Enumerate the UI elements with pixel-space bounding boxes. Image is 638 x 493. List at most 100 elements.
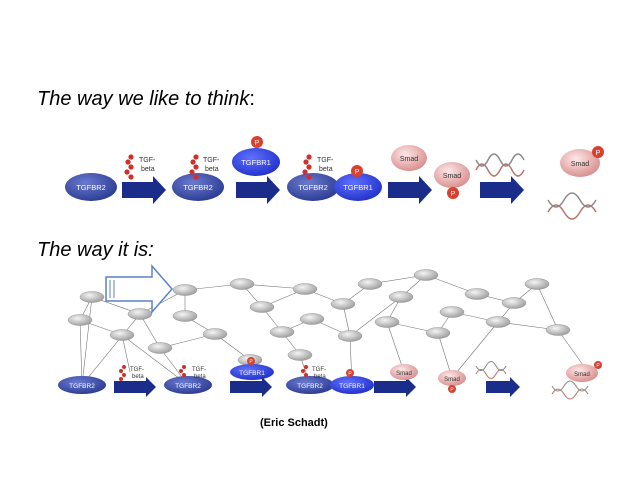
ligand-tgf-beta: TGF- beta: [124, 154, 156, 180]
svg-text:Smad: Smad: [574, 372, 590, 378]
smad-protein-phosphorylated: Smad P: [566, 361, 602, 382]
arrow-step: [236, 176, 280, 204]
smad-protein: Smad: [390, 364, 418, 380]
svg-text:beta: beta: [319, 166, 333, 173]
svg-text:TGF-: TGF-: [312, 367, 326, 373]
smad-protein-phosphorylated: Smad P: [438, 370, 466, 393]
svg-text:TGFBR2: TGFBR2: [76, 183, 106, 192]
svg-text:TGFBR2: TGFBR2: [175, 383, 201, 390]
network-node: [337, 330, 363, 342]
receptor-tgfbr2: TGFBR2: [58, 376, 106, 394]
network-node: [249, 301, 275, 313]
ligand-tgf-beta: TGF- beta: [119, 365, 144, 381]
network-node: [464, 288, 490, 300]
dna-helix-icon: [475, 361, 507, 379]
svg-text:TGFBR2: TGFBR2: [298, 183, 328, 192]
smad-protein-phosphorylated: Smad P: [434, 162, 470, 199]
svg-text:TGF-: TGF-: [203, 157, 220, 164]
svg-text:TGFBR2: TGFBR2: [183, 183, 213, 192]
network-node: [485, 316, 511, 328]
network-node: [172, 284, 198, 296]
svg-text:beta: beta: [141, 166, 155, 173]
network-node: [357, 278, 383, 290]
heading-real-pathway: The way it is:: [37, 239, 154, 261]
attribution-credit: (Eric Schadt): [260, 417, 328, 429]
receptor-tgfbr1: TGFBR1 P: [330, 369, 374, 394]
arrow-step: [480, 176, 524, 204]
ligand-tgf-beta: TGF- beta: [301, 365, 326, 380]
network-node: [299, 313, 325, 325]
network-node: [545, 324, 571, 336]
network-node: [109, 329, 135, 341]
network-node: [524, 278, 550, 290]
network-node: [388, 291, 414, 303]
svg-text:P: P: [450, 387, 454, 393]
ligand-tgf-beta: TGF- beta: [302, 154, 334, 180]
arrow-step: [122, 176, 166, 204]
svg-text:beta: beta: [314, 374, 326, 380]
network-node: [374, 316, 400, 328]
svg-text:Smad: Smad: [400, 156, 418, 163]
svg-text:TGF-: TGF-: [192, 367, 206, 373]
svg-text:P: P: [596, 363, 600, 369]
svg-text:P: P: [355, 169, 360, 176]
svg-text:P: P: [249, 359, 253, 365]
dna-helix-icon: [547, 192, 597, 220]
network-node: [413, 269, 439, 281]
svg-text:TGFBR2: TGFBR2: [69, 383, 95, 390]
svg-text:Smad: Smad: [443, 173, 461, 180]
network-node: [292, 283, 318, 295]
network-node: [269, 326, 295, 338]
svg-text:Smad: Smad: [571, 161, 589, 168]
svg-text:TGF-: TGF-: [317, 157, 334, 164]
heading-ideal-pathway: The way we like to think:: [37, 88, 255, 111]
dna-helix-icon: [551, 380, 589, 400]
hollow-arrow-icon: [105, 263, 173, 315]
receptor-tgfbr2: TGFBR2: [164, 376, 212, 394]
ligand-tgf-beta: TGF- beta: [189, 154, 220, 180]
network-node: [67, 314, 93, 326]
phosphate: [251, 136, 263, 148]
heading-ideal-colon: :: [249, 88, 255, 110]
svg-text:TGFBR1: TGFBR1: [239, 370, 265, 377]
receptor-tgfbr1: TGFBR1 P: [334, 165, 382, 201]
svg-text:Smad: Smad: [444, 377, 460, 383]
dna-helix-icon: [475, 153, 525, 177]
svg-text:P: P: [348, 371, 352, 377]
interaction-network: TGFBR2 TGF- beta TGFBR2 TGF- beta: [58, 263, 602, 400]
receptor-tgfbr1: TGFBR1 P: [232, 136, 280, 176]
svg-text:TGF-: TGF-: [139, 157, 156, 164]
network-node: [439, 306, 465, 318]
network-node: [79, 291, 105, 303]
arrow-step: [374, 377, 416, 397]
network-node: [330, 298, 356, 310]
svg-text:TGFBR1: TGFBR1: [343, 183, 373, 192]
svg-text:TGFBR2: TGFBR2: [297, 383, 323, 390]
svg-text:beta: beta: [205, 166, 219, 173]
svg-text:TGF-: TGF-: [130, 367, 144, 373]
smad-protein: Smad: [391, 145, 427, 171]
svg-text:TGFBR1: TGFBR1: [241, 158, 271, 167]
receptor-tgfbr2: TGFBR2: [172, 173, 224, 201]
network-node: [229, 278, 255, 290]
heading-ideal-text: The way we like to think: [37, 88, 250, 110]
network-node: [127, 308, 153, 320]
svg-text:P: P: [451, 191, 456, 198]
svg-text:P: P: [255, 140, 260, 147]
arrow-step: [114, 377, 156, 397]
receptor-tgfbr2: TGFBR2: [286, 376, 334, 394]
network-node: [202, 328, 228, 340]
network-node: [287, 349, 313, 361]
svg-text:beta: beta: [132, 374, 144, 380]
svg-text:beta: beta: [194, 374, 206, 380]
network-node: [425, 327, 451, 339]
network-node: [172, 310, 198, 322]
svg-text:P: P: [596, 150, 601, 157]
svg-text:Smad: Smad: [396, 371, 412, 377]
ligand-tgf-beta: TGF- beta: [179, 365, 206, 380]
arrow-step: [230, 377, 272, 397]
network-nodes: [67, 269, 571, 366]
arrow-step: [486, 377, 520, 397]
network-node: [501, 297, 527, 309]
